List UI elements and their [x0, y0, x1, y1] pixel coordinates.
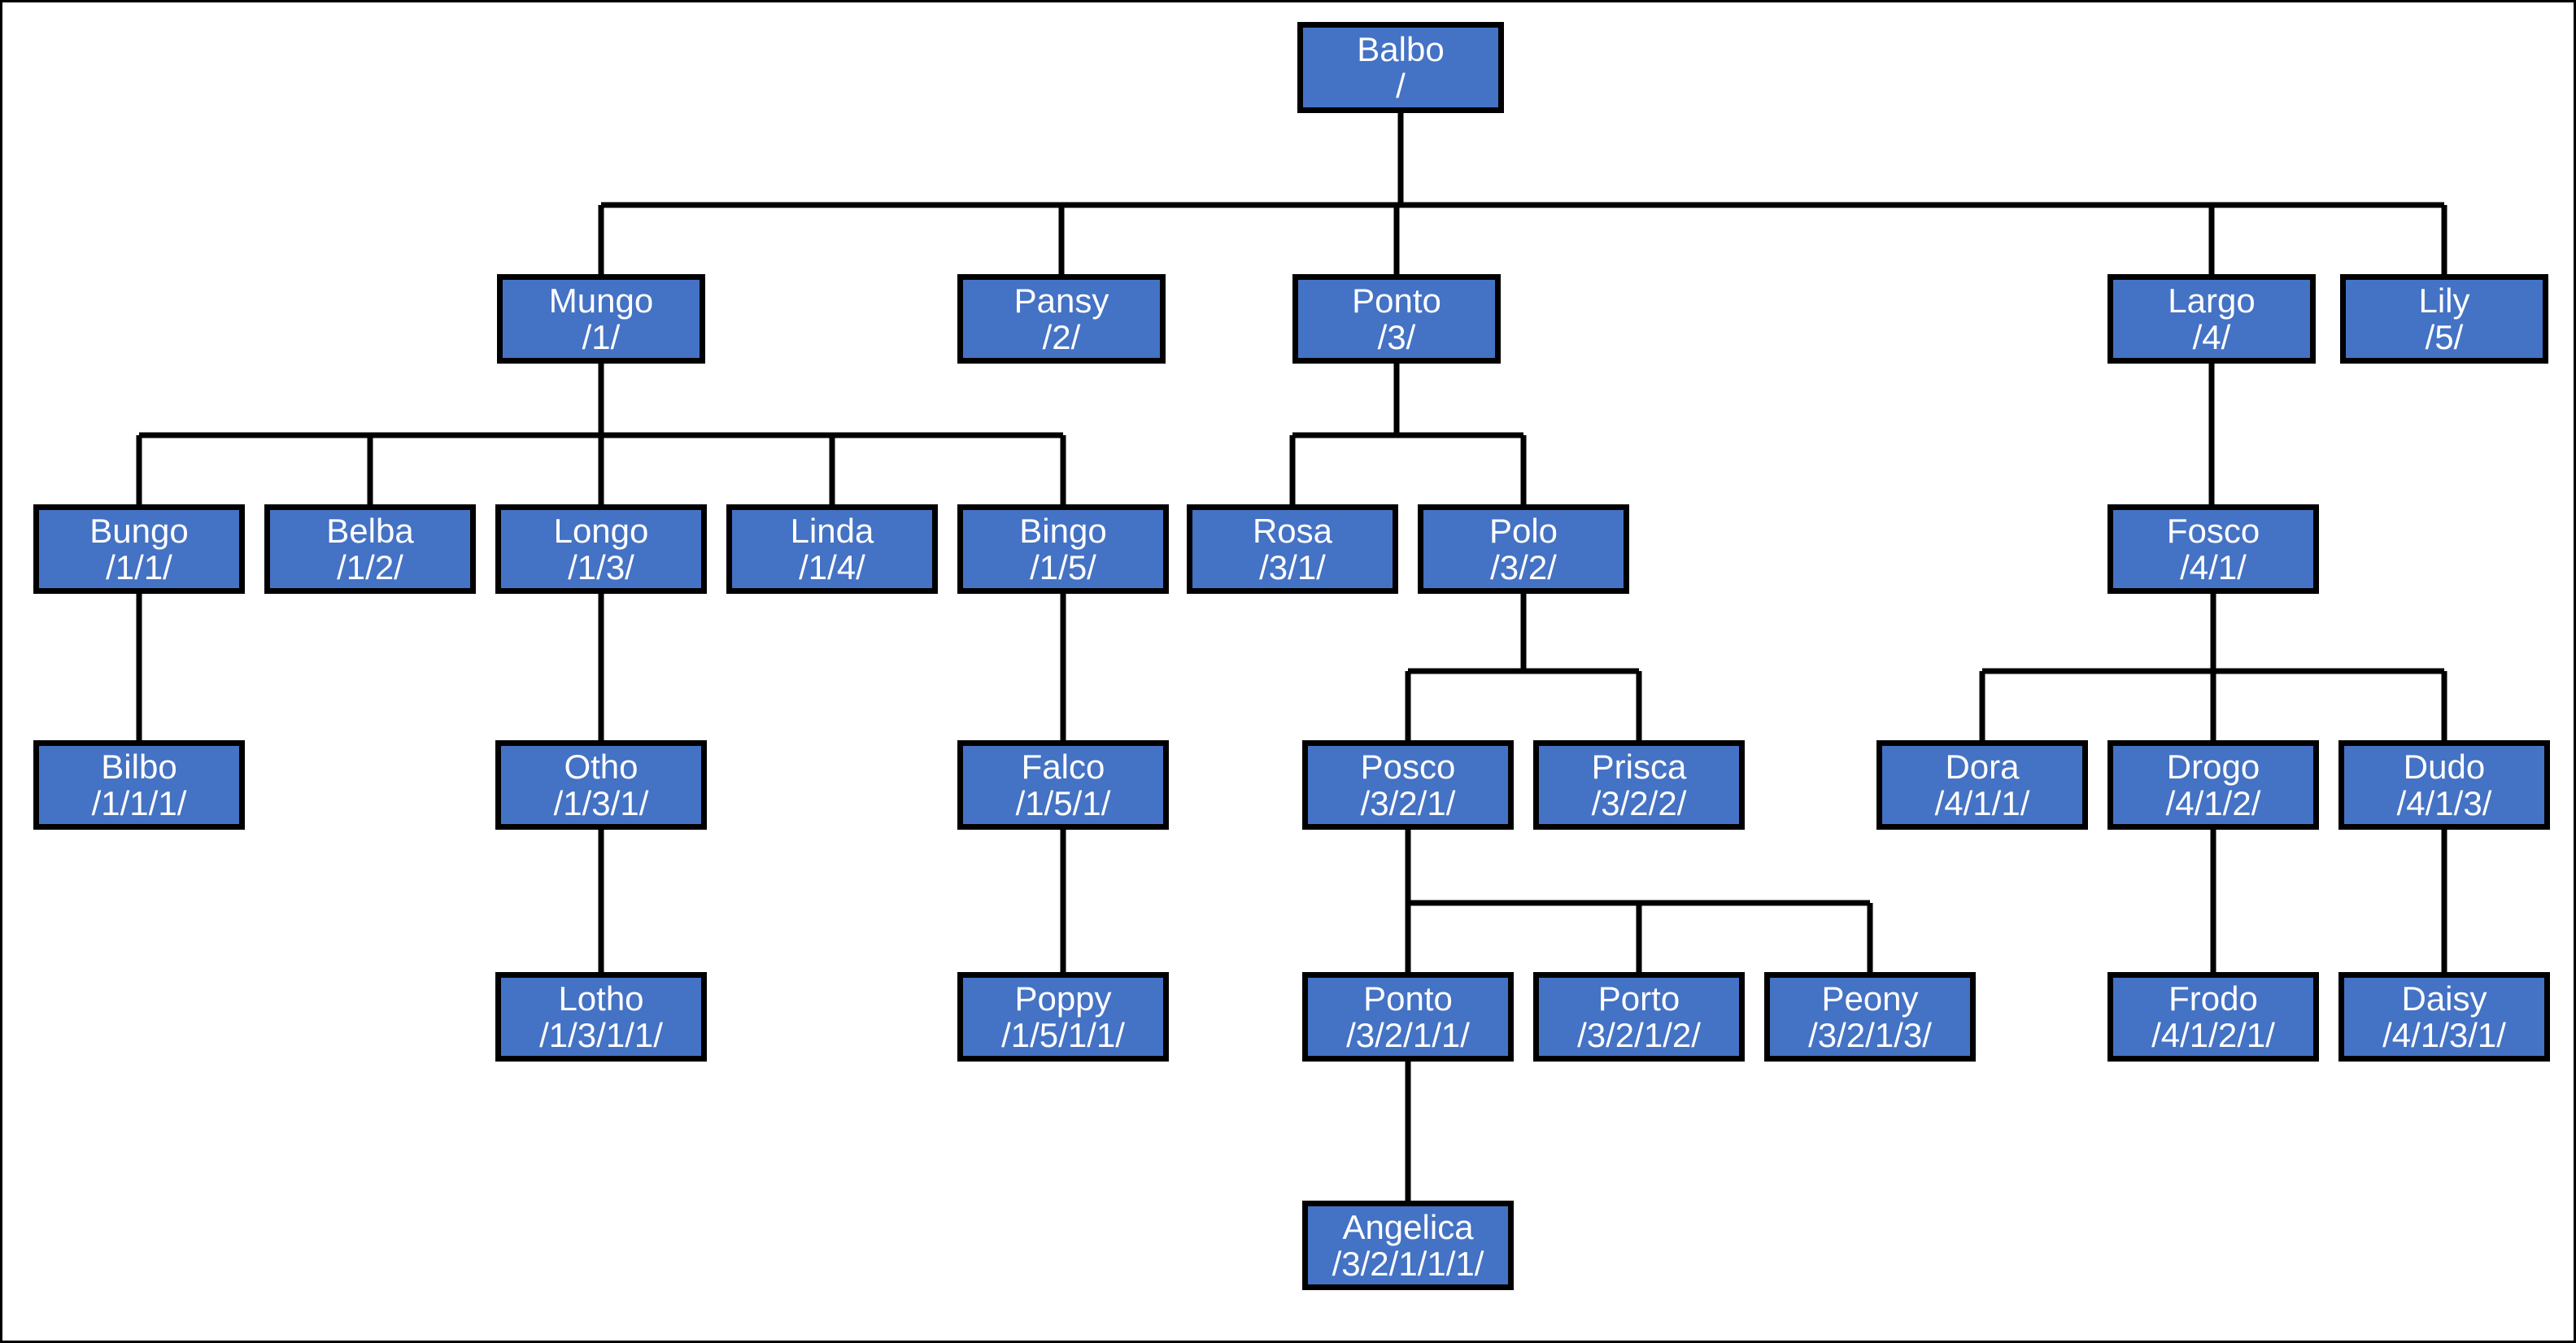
tree-node-bingo[interactable]: Bingo/1/5/ — [957, 504, 1169, 594]
node-path: /3/2/2/ — [1592, 785, 1687, 822]
node-path: /3/2/1/2/ — [1577, 1017, 1701, 1053]
tree-node-bungo[interactable]: Bungo/1/1/ — [33, 504, 245, 594]
tree-node-daisy[interactable]: Daisy/4/1/3/1/ — [2338, 972, 2550, 1062]
node-name: Pansy — [1014, 282, 1109, 319]
tree-node-otho[interactable]: Otho/1/3/1/ — [495, 740, 707, 830]
tree-node-angelica[interactable]: Angelica/3/2/1/1/1/ — [1302, 1201, 1514, 1290]
node-path: /1/5/1/ — [1016, 785, 1111, 822]
tree-node-belba[interactable]: Belba/1/2/ — [264, 504, 476, 594]
node-name: Frodo — [2168, 980, 2258, 1017]
node-name: Lotho — [558, 980, 643, 1017]
node-name: Bungo — [89, 512, 188, 549]
node-path: /1/3/1/1/ — [539, 1017, 663, 1053]
node-path: /3/2/1/1/1/ — [1332, 1245, 1484, 1282]
node-name: Prisca — [1592, 748, 1687, 785]
node-name: Bilbo — [101, 748, 177, 785]
node-path: /3/2/ — [1490, 549, 1557, 586]
node-path: /1/3/ — [568, 549, 634, 586]
tree-node-balbo[interactable]: Balbo/ — [1297, 22, 1504, 113]
node-path: /4/1/3/ — [2397, 785, 2492, 822]
node-path: /3/2/1/3/ — [1808, 1017, 1932, 1053]
tree-node-prisca[interactable]: Prisca/3/2/2/ — [1533, 740, 1745, 830]
node-name: Porto — [1598, 980, 1680, 1017]
node-name: Ponto — [1363, 980, 1453, 1017]
tree-node-fosco[interactable]: Fosco/4/1/ — [2107, 504, 2319, 594]
node-name: Lily — [2418, 282, 2469, 319]
node-name: Longo — [554, 512, 649, 549]
tree-node-polo[interactable]: Polo/3/2/ — [1418, 504, 1629, 594]
node-name: Balbo — [1357, 31, 1444, 68]
node-name: Angelica — [1342, 1209, 1473, 1245]
tree-node-dudo[interactable]: Dudo/4/1/3/ — [2338, 740, 2550, 830]
node-path: /1/5/ — [1030, 549, 1096, 586]
tree-node-porto[interactable]: Porto/3/2/1/2/ — [1533, 972, 1745, 1062]
node-path: /4/1/2/1/ — [2151, 1017, 2275, 1053]
tree-node-lotho[interactable]: Lotho/1/3/1/1/ — [495, 972, 707, 1062]
node-path: /3/2/1/ — [1361, 785, 1456, 822]
tree-node-largo[interactable]: Largo/4/ — [2107, 274, 2316, 364]
tree-node-lily[interactable]: Lily/5/ — [2340, 274, 2548, 364]
node-name: Mungo — [549, 282, 653, 319]
tree-node-drogo[interactable]: Drogo/4/1/2/ — [2107, 740, 2319, 830]
node-path: /1/2/ — [337, 549, 403, 586]
node-path: /1/5/1/1/ — [1001, 1017, 1125, 1053]
node-name: Belba — [326, 512, 413, 549]
node-path: /4/1/3/1/ — [2382, 1017, 2506, 1053]
node-name: Otho — [564, 748, 638, 785]
node-path: /3/2/1/1/ — [1346, 1017, 1470, 1053]
node-path: /4/1/1/ — [1935, 785, 2030, 822]
node-name: Peony — [1821, 980, 1918, 1017]
node-name: Largo — [2168, 282, 2255, 319]
tree-node-peony[interactable]: Peony/3/2/1/3/ — [1764, 972, 1976, 1062]
tree-node-dora[interactable]: Dora/4/1/1/ — [1876, 740, 2088, 830]
tree-node-rosa[interactable]: Rosa/3/1/ — [1187, 504, 1398, 594]
node-path: /1/4/ — [799, 549, 865, 586]
node-name: Drogo — [2167, 748, 2260, 785]
node-path: /4/1/ — [2180, 549, 2247, 586]
node-path: / — [1396, 68, 1406, 104]
tree-node-pansy[interactable]: Pansy/2/ — [957, 274, 1166, 364]
node-name: Ponto — [1352, 282, 1441, 319]
node-path: /1/1/ — [106, 549, 172, 586]
tree-node-falco[interactable]: Falco/1/5/1/ — [957, 740, 1169, 830]
tree-node-linda[interactable]: Linda/1/4/ — [726, 504, 938, 594]
tree-node-frodo[interactable]: Frodo/4/1/2/1/ — [2107, 972, 2319, 1062]
tree-node-bilbo[interactable]: Bilbo/1/1/1/ — [33, 740, 245, 830]
node-name: Dudo — [2404, 748, 2485, 785]
node-path: /3/ — [1378, 319, 1416, 355]
tree-node-ponto[interactable]: Ponto/3/ — [1292, 274, 1501, 364]
node-name: Daisy — [2401, 980, 2487, 1017]
tree-node-ponto2[interactable]: Ponto/3/2/1/1/ — [1302, 972, 1514, 1062]
node-name: Bingo — [1019, 512, 1106, 549]
node-name: Poppy — [1014, 980, 1111, 1017]
tree-node-posco[interactable]: Posco/3/2/1/ — [1302, 740, 1514, 830]
node-name: Fosco — [2167, 512, 2260, 549]
node-path: /2/ — [1043, 319, 1081, 355]
node-path: /1/3/1/ — [554, 785, 649, 822]
tree-node-poppy[interactable]: Poppy/1/5/1/1/ — [957, 972, 1169, 1062]
node-name: Linda — [791, 512, 874, 549]
node-path: /5/ — [2426, 319, 2464, 355]
node-name: Posco — [1361, 748, 1456, 785]
node-name: Dora — [1945, 748, 2019, 785]
node-path: /3/1/ — [1259, 549, 1326, 586]
node-name: Rosa — [1253, 512, 1332, 549]
node-path: /4/ — [2193, 319, 2231, 355]
node-name: Falco — [1022, 748, 1105, 785]
node-path: /4/1/2/ — [2166, 785, 2261, 822]
node-name: Polo — [1489, 512, 1558, 549]
node-path: /1/ — [582, 319, 621, 355]
node-path: /1/1/1/ — [92, 785, 187, 822]
tree-node-longo[interactable]: Longo/1/3/ — [495, 504, 707, 594]
tree-node-mungo[interactable]: Mungo/1/ — [497, 274, 705, 364]
